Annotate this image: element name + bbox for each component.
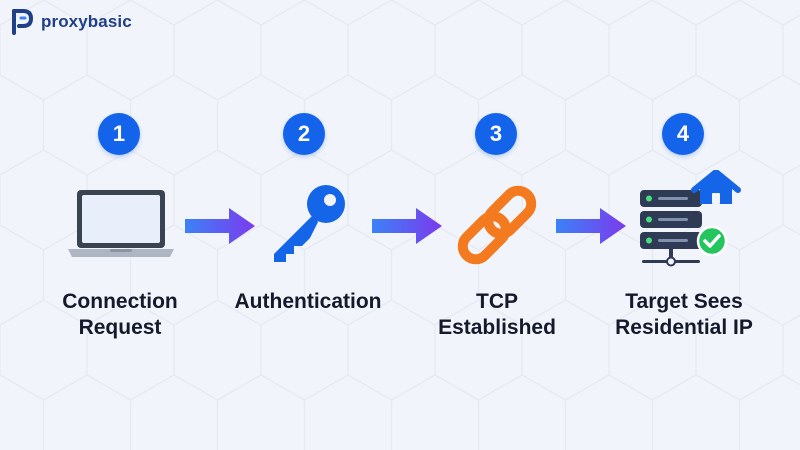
step-4-badge: 4 [662,113,704,155]
step-3-label-line2: Established [438,316,556,339]
step-3-badge: 3 [475,113,517,155]
step-1-label: Connection Request [25,289,215,341]
step-4-number: 4 [676,121,690,146]
step-2-badge: 2 [283,113,325,155]
step-2-number: 2 [297,121,311,146]
arrow-3-icon [556,208,626,244]
arrow-2-icon [372,208,442,244]
step-4-label-line2: Residential IP [615,316,753,339]
step-1-number: 1 [112,121,126,146]
step-4-label-line1: Target Sees [625,290,743,313]
step-2-label-line1: Authentication [234,290,382,313]
step-4-label: Target Sees Residential IP [589,289,779,341]
proxybasic-logo-icon [12,9,33,35]
step-1-label-line1: Connection [62,290,178,313]
step-3-label: TCP Established [402,289,592,341]
step-3-label-line1: TCP [476,290,518,313]
brand-logo[interactable]: proxybasic [10,8,132,36]
server-house-icon [640,170,741,267]
step-2-label: Authentication [213,289,403,315]
brand-name: proxybasic [41,12,132,31]
chain-link-icon [457,185,537,265]
step-3-number: 3 [489,121,503,146]
step-1-label-line2: Request [78,316,162,339]
step-1-badge: 1 [98,113,140,155]
laptop-icon [68,190,174,257]
arrow-1-icon [185,208,255,244]
key-icon [274,185,345,262]
